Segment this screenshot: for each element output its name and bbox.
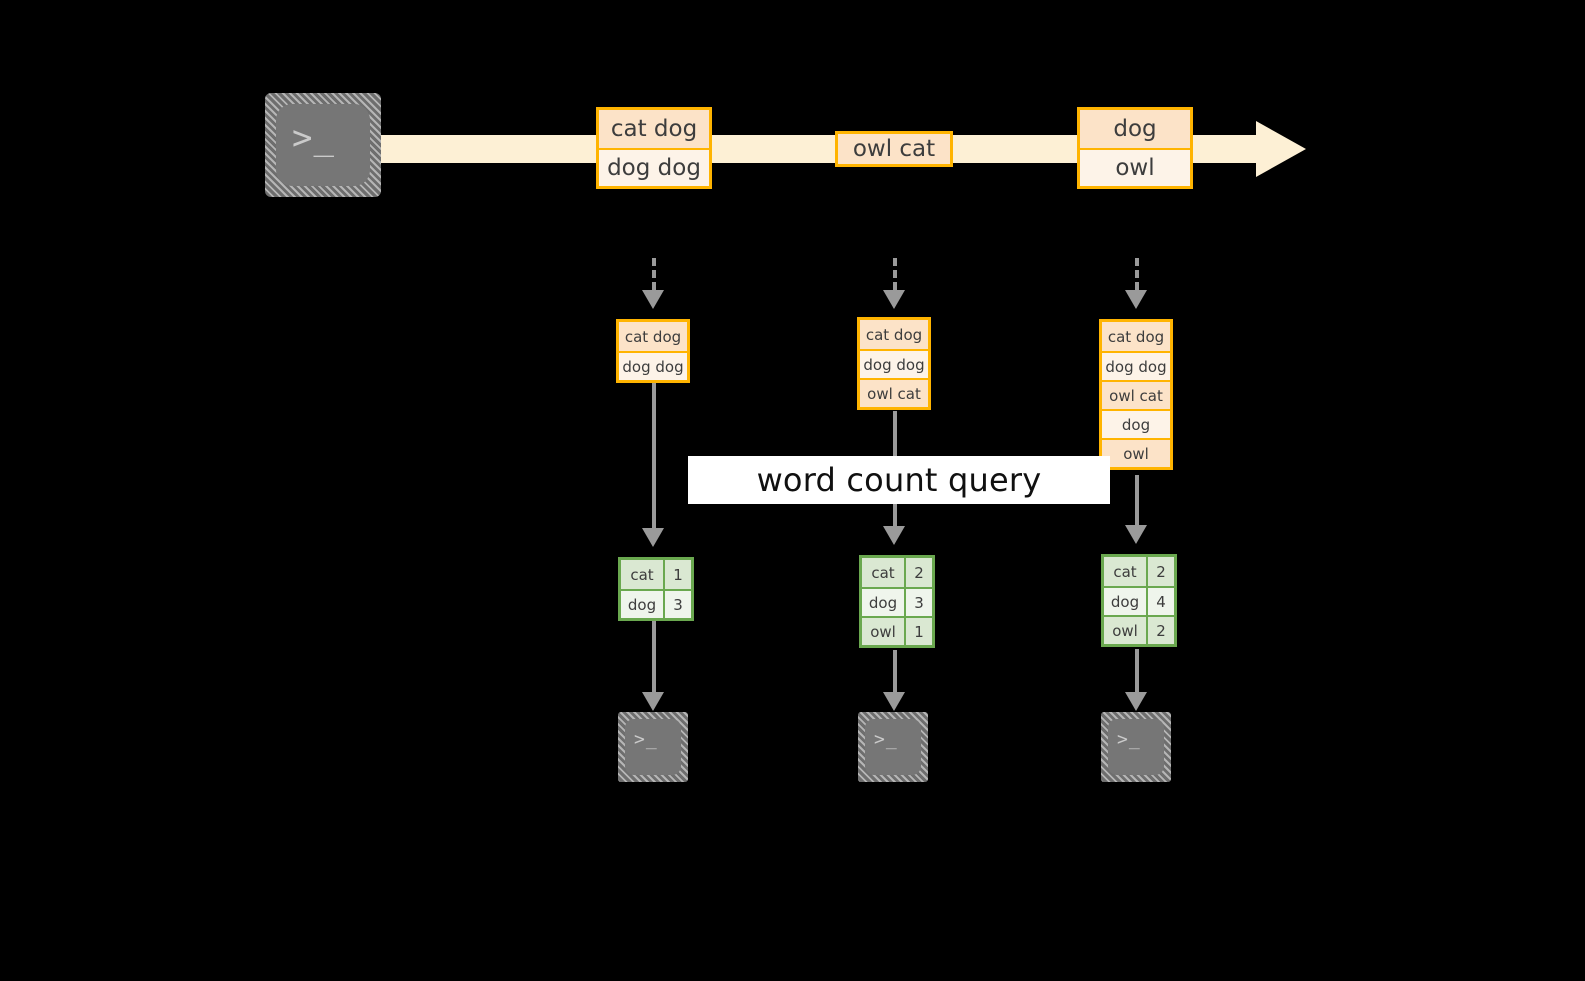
snapshot-3-line-3: owl cat [1102, 380, 1170, 409]
terminal-prompt-glyph: >_ [1117, 729, 1141, 750]
table-row: dog 4 [1104, 586, 1174, 615]
snapshot-3-sink-line [1135, 649, 1139, 692]
result-word: owl [862, 618, 904, 645]
result-word: dog [1104, 588, 1146, 615]
result-count: 1 [904, 618, 932, 645]
result-count: 4 [1146, 588, 1174, 615]
snapshot-3-result-table[interactable]: cat 2 dog 4 owl 2 [1101, 554, 1177, 647]
snapshot-2-sink-terminal-icon[interactable]: >_ [858, 712, 928, 782]
result-word: cat [621, 560, 663, 589]
result-word: cat [862, 558, 904, 587]
snapshot-1-sink-arrowhead [642, 692, 664, 711]
stream-batch-1-line-2: dog dog [599, 148, 709, 186]
query-label: word count query [688, 456, 1110, 504]
snapshot-3-query-arrowhead [1125, 525, 1147, 544]
snapshot-3-line-5: owl [1102, 438, 1170, 467]
snapshot-1-accumulated-box[interactable]: cat dog dog dog [616, 319, 690, 383]
snapshot-3-line-1: cat dog [1102, 322, 1170, 351]
snapshot-2-result-table[interactable]: cat 2 dog 3 owl 1 [859, 555, 935, 648]
stream-batch-3[interactable]: dog owl [1077, 107, 1193, 189]
snapshot-2-sink-line [893, 650, 897, 692]
result-word: owl [1104, 617, 1146, 644]
terminal-prompt-glyph: >_ [292, 118, 335, 158]
terminal-screen: >_ [625, 719, 681, 775]
table-row: dog 3 [862, 587, 932, 616]
snapshot-2-query-arrowhead [883, 526, 905, 545]
snapshot-2-trigger-arrowhead [883, 290, 905, 309]
stream-batch-3-line-1: dog [1080, 110, 1190, 148]
result-count: 3 [904, 589, 932, 616]
stream-batch-1-line-1: cat dog [599, 110, 709, 148]
result-count: 2 [1146, 617, 1174, 644]
terminal-prompt-glyph: >_ [874, 729, 898, 750]
result-count: 2 [1146, 557, 1174, 586]
source-terminal-icon[interactable]: >_ [265, 93, 381, 197]
snapshot-3-line-4: dog [1102, 409, 1170, 438]
result-count: 3 [663, 591, 691, 618]
stream-batch-3-line-2: owl [1080, 148, 1190, 186]
result-count: 1 [663, 560, 691, 589]
table-row: cat 2 [1104, 557, 1174, 586]
result-word: cat [1104, 557, 1146, 586]
terminal-screen: >_ [276, 104, 370, 186]
table-row: cat 2 [862, 558, 932, 587]
snapshot-2-sink-arrowhead [883, 692, 905, 711]
terminal-prompt-glyph: >_ [634, 729, 658, 750]
snapshot-2-accumulated-box[interactable]: cat dog dog dog owl cat [857, 317, 931, 410]
snapshot-1-line-1: cat dog [619, 322, 687, 351]
snapshot-1-sink-terminal-icon[interactable]: >_ [618, 712, 688, 782]
stream-batch-2-line-1: owl cat [838, 134, 950, 164]
table-row: dog 3 [621, 589, 691, 618]
table-row: owl 2 [1104, 615, 1174, 644]
snapshot-3-query-line [1135, 475, 1139, 535]
terminal-screen: >_ [1108, 719, 1164, 775]
snapshot-1-trigger-line [652, 258, 656, 290]
event-stream-arrowhead [1256, 121, 1306, 177]
snapshot-3-sink-arrowhead [1125, 692, 1147, 711]
stream-batch-1[interactable]: cat dog dog dog [596, 107, 712, 189]
table-row: cat 1 [621, 560, 691, 589]
snapshot-3-sink-terminal-icon[interactable]: >_ [1101, 712, 1171, 782]
snapshot-1-line-2: dog dog [619, 351, 687, 380]
snapshot-2-line-1: cat dog [860, 320, 928, 349]
table-row: owl 1 [862, 616, 932, 645]
result-word: dog [621, 591, 663, 618]
stream-batch-2[interactable]: owl cat [835, 131, 953, 167]
snapshot-2-line-2: dog dog [860, 349, 928, 378]
result-word: dog [862, 589, 904, 616]
snapshot-3-trigger-arrowhead [1125, 290, 1147, 309]
snapshot-1-query-arrowhead [642, 528, 664, 547]
snapshot-2-trigger-line [893, 258, 897, 290]
snapshot-1-result-table[interactable]: cat 1 dog 3 [618, 557, 694, 621]
snapshot-1-trigger-arrowhead [642, 290, 664, 309]
snapshot-1-query-line [652, 382, 656, 537]
snapshot-2-line-3: owl cat [860, 378, 928, 407]
snapshot-3-line-2: dog dog [1102, 351, 1170, 380]
snapshot-3-accumulated-box[interactable]: cat dog dog dog owl cat dog owl [1099, 319, 1173, 470]
result-count: 2 [904, 558, 932, 587]
snapshot-1-sink-line [652, 620, 656, 692]
terminal-screen: >_ [865, 719, 921, 775]
snapshot-3-trigger-line [1135, 258, 1139, 290]
